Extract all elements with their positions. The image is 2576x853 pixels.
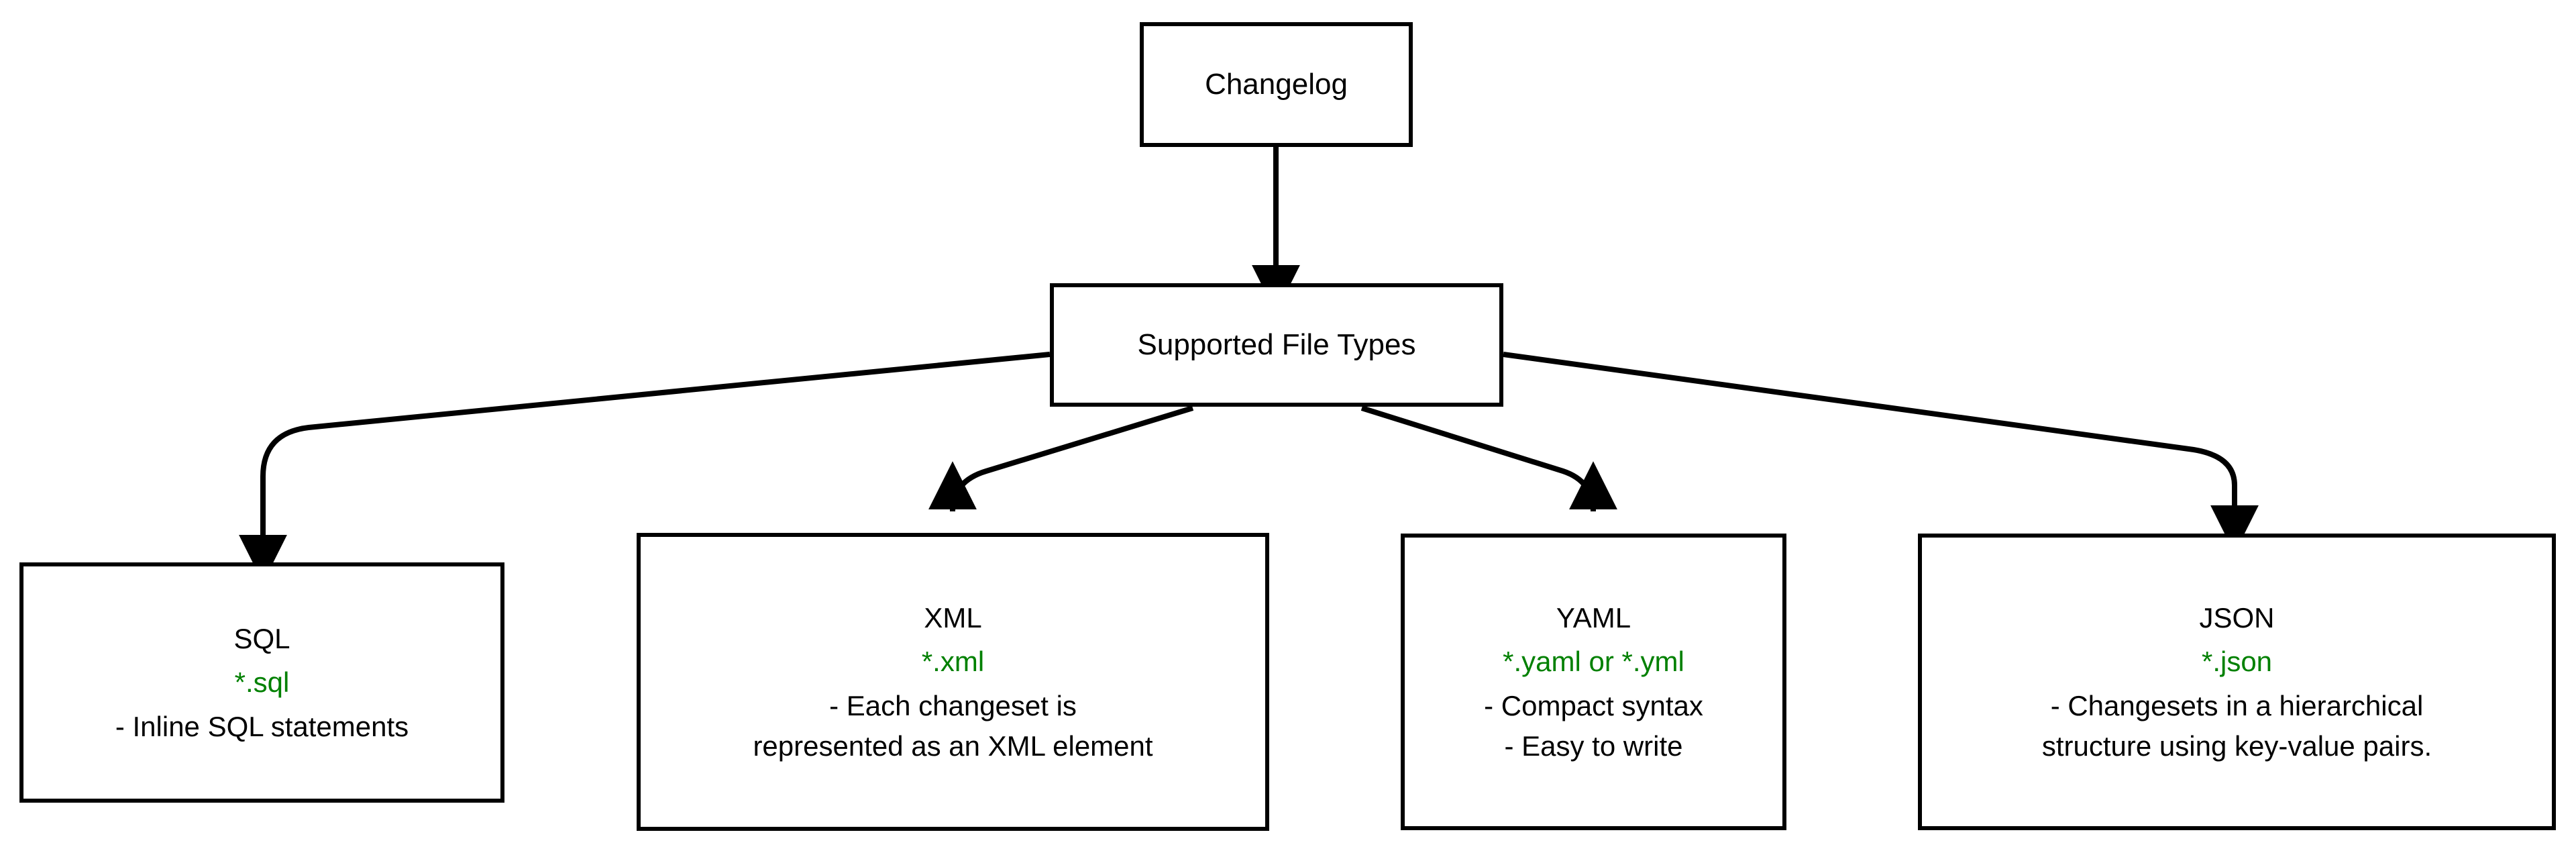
node-changelog[interactable]: Changelog xyxy=(1140,22,1413,147)
node-yaml-title: YAML xyxy=(1556,601,1631,634)
node-yaml-extension: *.yaml or *.yml xyxy=(1503,646,1684,678)
edge-supported-to-xml xyxy=(928,405,1194,512)
node-json-extension: *.json xyxy=(2201,646,2273,678)
node-xml-title: XML xyxy=(924,601,982,634)
edge-supported-to-yaml xyxy=(1360,405,1617,512)
node-supported-file-types[interactable]: Supported File Types xyxy=(1050,283,1503,407)
node-xml-detail: represented as an XML element xyxy=(753,730,1153,762)
node-json-title: JSON xyxy=(2199,601,2275,634)
node-yaml-detail: - Easy to write xyxy=(1504,730,1683,762)
node-yaml-detail: - Compact syntax xyxy=(1484,690,1703,721)
node-sql[interactable]: SQL *.sql - Inline SQL statements xyxy=(19,562,504,803)
node-sql-extension: *.sql xyxy=(234,666,290,699)
edge-supported-to-json xyxy=(1503,352,2259,554)
node-xml[interactable]: XML *.xml - Each changeset is represente… xyxy=(637,533,1269,831)
node-sql-detail: - Inline SQL statements xyxy=(115,710,409,742)
node-xml-detail: - Each changeset is xyxy=(829,690,1077,721)
edge-supported-to-sql xyxy=(239,352,1051,583)
node-changelog-title: Changelog xyxy=(1205,68,1348,101)
node-sql-title: SQL xyxy=(233,622,290,654)
node-xml-extension: *.xml xyxy=(921,646,985,678)
node-json-detail: - Changesets in a hierarchical xyxy=(2050,690,2424,721)
node-yaml[interactable]: YAML *.yaml or *.yml - Compact syntax - … xyxy=(1401,534,1786,830)
node-json-detail: structure using key-value pairs. xyxy=(2041,730,2432,762)
node-json[interactable]: JSON *.json - Changesets in a hierarchic… xyxy=(1918,534,2556,830)
node-supported-file-types-title: Supported File Types xyxy=(1137,328,1416,362)
